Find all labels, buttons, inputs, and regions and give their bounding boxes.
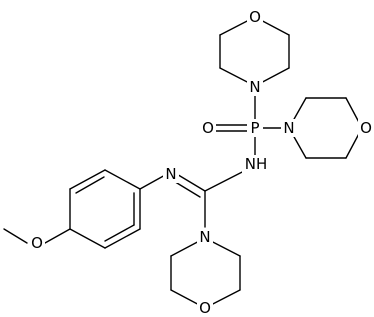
atom-o-phosphoryl: O: [202, 119, 214, 137]
bond-o-methyl: [3, 228, 28, 244]
atom-n-imine: N: [165, 165, 176, 183]
bond-benz-4: [69, 228, 106, 249]
atom-n-right-morpholine: N: [283, 119, 294, 137]
bond-benz-inner-2: [104, 224, 135, 242]
atom-n-bottom-morpholine: N: [199, 228, 210, 246]
bond-benz-1: [104, 169, 141, 190]
bond-benz-2: [69, 169, 106, 190]
atom-o-methoxy: O: [31, 234, 43, 252]
bond-aryl-o-methoxy: [44, 228, 71, 244]
bonds: [3, 16, 363, 309]
atom-labels: O N P O N O NH N O N O: [29, 8, 374, 317]
atom-p-center: P: [250, 119, 259, 137]
bond-c-n-imine-1: [174, 172, 206, 192]
bond-benz-5: [104, 228, 141, 249]
bond-benz-inner-1: [75, 176, 105, 194]
atom-nh-amide: NH: [245, 155, 268, 173]
atom-o-right-morpholine: O: [360, 119, 372, 137]
bond-n-imine-aryl: [139, 173, 168, 190]
atom-o-top-morpholine: O: [249, 8, 261, 26]
atom-n-top-morpholine: N: [249, 78, 260, 96]
atom-o-bottom-morpholine: O: [199, 299, 211, 317]
